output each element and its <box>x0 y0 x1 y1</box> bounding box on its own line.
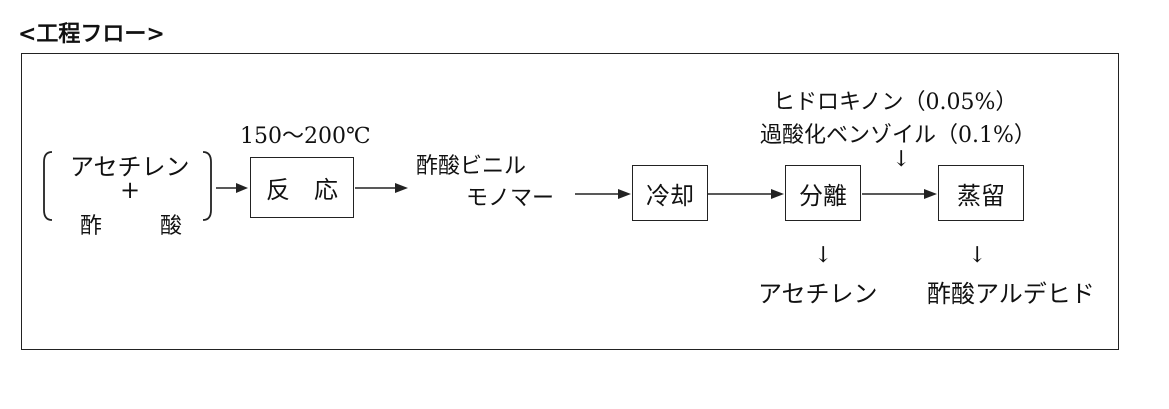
input-acetic-1: 酢 <box>80 214 103 239</box>
distillation-box: 蒸留 <box>938 165 1024 221</box>
byproduct-acetylene: アセチレン <box>758 280 878 308</box>
cooling-box: 冷却 <box>632 165 708 221</box>
additive-benzoyl-peroxide: 過酸化ベンゾイル（0.1%） <box>760 123 1036 148</box>
additive-hydroquinone: ヒドロキノン（0.05%） <box>773 90 1018 115</box>
input-acetylene: アセチレン <box>70 153 190 181</box>
byproduct-acetaldehyde: 酢酸アルデヒド <box>927 280 1095 308</box>
separation-down-arrow: ↓ <box>814 243 833 268</box>
left-bracket <box>43 151 53 221</box>
product-monomer: モノマー <box>466 186 555 211</box>
separation-label: 分離 <box>799 181 847 210</box>
distillation-label: 蒸留 <box>957 181 1005 210</box>
input-acetic-2: 酸 <box>160 214 183 239</box>
reaction-box-label: 反 応 <box>266 176 338 204</box>
cooling-label: 冷却 <box>646 181 694 210</box>
right-bracket <box>202 151 212 221</box>
input-plus-sign: + <box>120 176 141 204</box>
reaction-temperature: 150〜200℃ <box>240 124 371 149</box>
process-flow-frame <box>21 53 1119 350</box>
reaction-box: 反 応 <box>250 157 354 218</box>
diagram-title: <工程フロー> <box>18 22 165 47</box>
product-name: 酢酸ビニル <box>416 154 527 179</box>
separation-box: 分離 <box>785 165 861 221</box>
distillation-down-arrow: ↓ <box>968 243 987 268</box>
additive-down-arrow: ↓ <box>892 147 911 172</box>
